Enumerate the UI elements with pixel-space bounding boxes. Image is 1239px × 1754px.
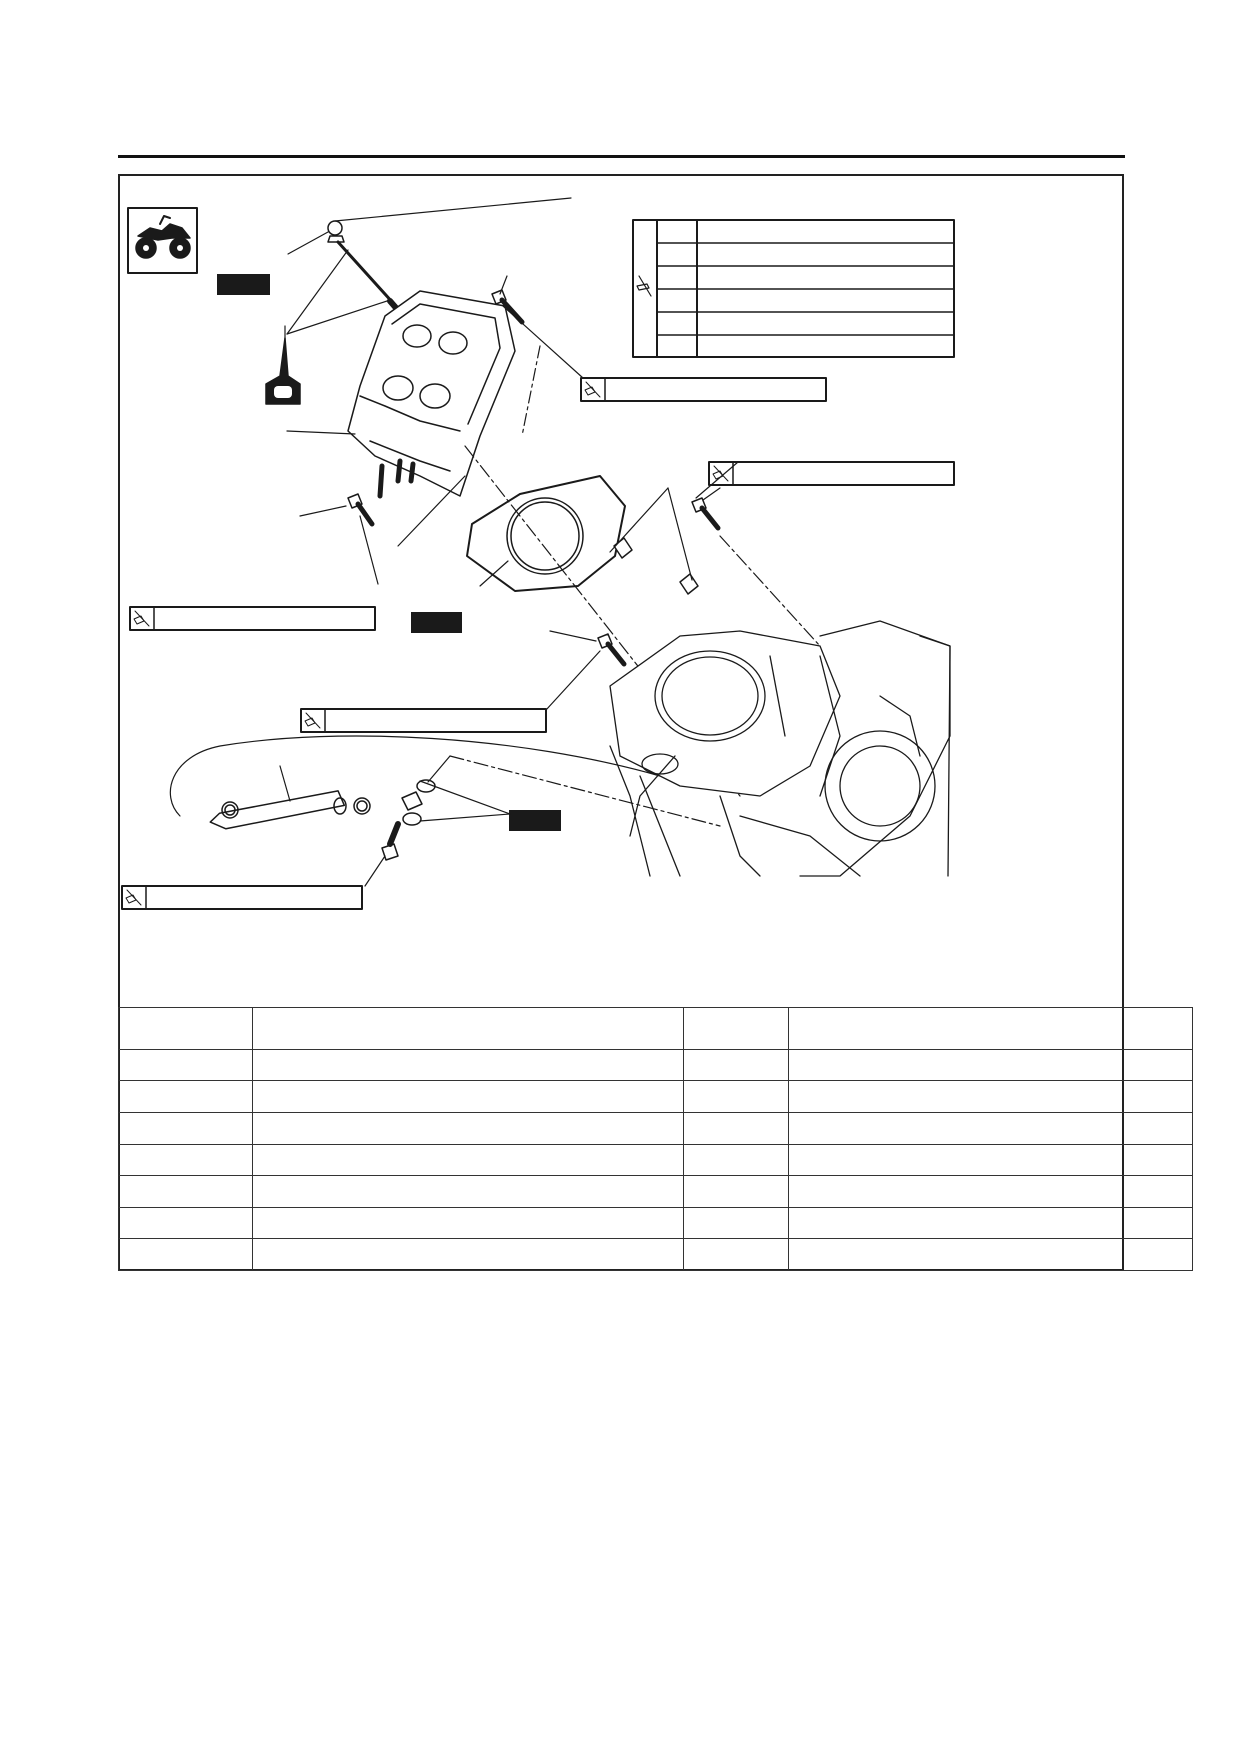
table-cell bbox=[252, 1111, 684, 1145]
table-cell bbox=[252, 1048, 684, 1082]
cylinder-head bbox=[347, 290, 516, 499]
torque-wrench-icon bbox=[636, 275, 652, 297]
union-bolt bbox=[381, 821, 401, 861]
table-cell bbox=[683, 1080, 789, 1113]
table-cell bbox=[788, 1175, 1193, 1208]
table-cell bbox=[118, 1206, 253, 1240]
table-cell bbox=[683, 1238, 789, 1271]
leader-line bbox=[419, 813, 511, 822]
center-line bbox=[719, 535, 821, 647]
table-cell bbox=[788, 1143, 1193, 1177]
leader-line bbox=[702, 487, 721, 501]
leader-line bbox=[545, 650, 601, 711]
engine-block bbox=[609, 620, 951, 877]
cylinder-bolt-right bbox=[691, 497, 721, 531]
exploded-view-illustration bbox=[121, 197, 955, 910]
table-cell bbox=[788, 1111, 1193, 1145]
table-cell bbox=[118, 1080, 253, 1113]
atv-icon bbox=[127, 207, 198, 274]
torque-spec-table bbox=[632, 219, 955, 358]
new-part-tag-icon bbox=[509, 810, 561, 831]
table-cell bbox=[252, 1206, 684, 1240]
center-line bbox=[521, 345, 541, 437]
leader-line bbox=[499, 275, 508, 295]
table-cell bbox=[118, 1143, 253, 1177]
header-rule bbox=[118, 155, 1125, 158]
hose-routing-line bbox=[169, 735, 661, 817]
leader-line bbox=[427, 755, 451, 783]
table-header-row bbox=[118, 1007, 1193, 1050]
table-cell bbox=[118, 1007, 253, 1050]
table-cell bbox=[252, 1143, 684, 1177]
torque-callout-union-bolt bbox=[121, 885, 363, 910]
cylinder-head-bolt-small bbox=[491, 289, 525, 325]
cylinder-head-bolt-long bbox=[327, 220, 406, 319]
table-cell bbox=[252, 1175, 684, 1208]
table-cell bbox=[788, 1238, 1193, 1271]
leader-line bbox=[695, 461, 739, 499]
torque-callout-left-bolt bbox=[129, 606, 376, 631]
table-cell bbox=[118, 1048, 253, 1082]
table-row bbox=[118, 1111, 1193, 1145]
dowel-pin bbox=[679, 573, 699, 595]
table-row bbox=[118, 1175, 1193, 1208]
center-line bbox=[449, 755, 721, 827]
table-cell bbox=[683, 1048, 789, 1082]
table-cell bbox=[788, 1206, 1193, 1240]
table-cell bbox=[118, 1111, 253, 1145]
table-cell bbox=[118, 1238, 253, 1271]
cylinder-bolt bbox=[597, 633, 627, 667]
parts-table bbox=[118, 1007, 1193, 1271]
table-row bbox=[118, 1080, 1193, 1113]
new-part-tag-icon bbox=[411, 612, 462, 633]
hose-clamp bbox=[221, 801, 239, 819]
leader-line bbox=[502, 305, 584, 379]
torque-callout-right-bolt bbox=[708, 461, 955, 486]
cylinder-head-gasket bbox=[466, 475, 626, 592]
oil-can-icon bbox=[265, 325, 301, 405]
leader-line bbox=[359, 515, 379, 585]
torque-callout-head-bolt bbox=[580, 377, 827, 402]
table-cell bbox=[683, 1206, 789, 1240]
leader-line bbox=[286, 299, 391, 335]
leader-line bbox=[286, 249, 349, 335]
table-cell bbox=[683, 1143, 789, 1177]
table-cell bbox=[118, 1175, 253, 1208]
leader-line bbox=[667, 487, 693, 581]
new-part-tag-icon bbox=[217, 274, 270, 295]
table-row bbox=[118, 1143, 1193, 1177]
leader-line bbox=[364, 855, 386, 887]
leader-line bbox=[287, 231, 329, 255]
table-cell bbox=[683, 1111, 789, 1145]
leader-line bbox=[479, 560, 509, 587]
leader-line bbox=[299, 505, 347, 517]
table-row bbox=[118, 1048, 1193, 1082]
leader-line bbox=[419, 780, 511, 815]
hose-clamp bbox=[353, 797, 371, 815]
leader-line bbox=[286, 430, 356, 435]
torque-callout-cylinder-bolt bbox=[300, 708, 547, 733]
leader-line bbox=[549, 630, 597, 642]
leader-line bbox=[279, 765, 291, 802]
leader-line bbox=[609, 487, 669, 553]
table-cell bbox=[683, 1007, 789, 1050]
table-cell bbox=[252, 1007, 684, 1050]
table-cell bbox=[252, 1238, 684, 1271]
coolant-hose bbox=[209, 790, 347, 830]
leader-line bbox=[334, 197, 572, 222]
cylinder-head-bolt-left bbox=[347, 493, 375, 527]
hose-fitting bbox=[401, 791, 423, 811]
leader-line bbox=[397, 475, 466, 547]
table-cell bbox=[252, 1080, 684, 1113]
table-cell bbox=[683, 1175, 789, 1208]
table-row bbox=[118, 1206, 1193, 1240]
table-cell bbox=[788, 1080, 1193, 1113]
table-row bbox=[118, 1238, 1193, 1271]
table-cell bbox=[788, 1048, 1193, 1082]
table-cell bbox=[788, 1007, 1193, 1050]
